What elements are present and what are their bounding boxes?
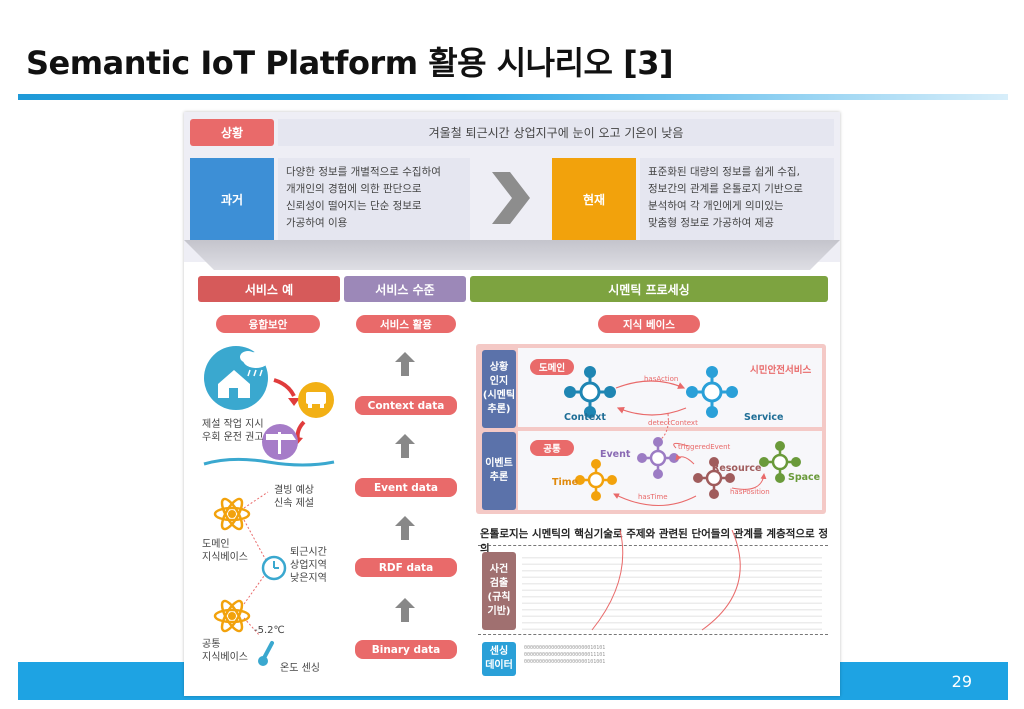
domain-kb-line: 지식베이스 xyxy=(202,552,248,563)
past-line: 신뢰성이 떨어지는 단순 정보로 xyxy=(286,200,422,212)
caption-line: 제설 작업 지시 xyxy=(202,419,264,430)
present-label: 현재 xyxy=(552,158,636,240)
domain-atom-icon xyxy=(213,497,251,531)
present-text: 표준화된 대량의 정보를 쉽게 수집, 정보간의 관계를 온톨로지 기반으로 분… xyxy=(640,158,834,240)
triggered-event-label: triggeredEvent xyxy=(678,443,731,451)
common-kb-text: 공통 지식베이스 xyxy=(202,638,272,664)
funnel-shape xyxy=(184,240,840,270)
sa-line: 상황 xyxy=(489,362,509,373)
has-position-label: hasPosition xyxy=(730,488,770,496)
arrow-up-icon xyxy=(395,352,415,376)
time-node-label: Time xyxy=(552,477,579,488)
temperature-value: -5.2℃ xyxy=(254,625,285,636)
icing-line: 신속 제설 xyxy=(274,498,314,509)
context-node-label: Context xyxy=(564,412,606,423)
situation-label: 상황 xyxy=(190,119,274,146)
event-reasoning-label: 이벤트 추론 xyxy=(482,432,516,510)
common-pill: 공통 xyxy=(530,440,574,456)
ed-line: 검출 xyxy=(489,578,509,589)
rule-connector-lines xyxy=(591,530,741,631)
commute-line: 상업지역 xyxy=(290,560,327,571)
commute-line: 낮은지역 xyxy=(290,573,327,584)
common-atom-icon xyxy=(213,599,251,633)
er-line: 이벤트 xyxy=(485,458,513,469)
sa-line: 인지 xyxy=(489,376,509,387)
chevron-right-icon xyxy=(492,172,530,224)
past-text: 다양한 정보를 개별적으로 수집하여 개개인의 경험에 의한 판단으로 신뢰성이… xyxy=(278,158,470,240)
commute-line: 퇴근시간 xyxy=(290,547,327,558)
citizen-service-label: 시민안전서비스 xyxy=(750,365,812,376)
present-line: 정보간의 관계를 온톨로지 기반으로 xyxy=(648,183,803,195)
ontology-caption: 온톨로지는 시멘틱의 핵심기술로 주제와 관련된 단어들의 관계를 계층적으로 … xyxy=(480,528,829,555)
column-semantic-processing: 시멘틱 프로세싱 xyxy=(470,276,828,302)
context-data-box: Context data xyxy=(355,396,457,415)
detect-context-label: detectContext xyxy=(648,419,698,427)
sa-line: (시멘틱 xyxy=(482,390,516,401)
situation-text: 겨울철 퇴근시간 상업지구에 눈이 오고 기온이 낮음 xyxy=(278,119,834,146)
thermometer-icon xyxy=(258,641,274,666)
domain-pill: 도메인 xyxy=(530,359,574,375)
common-kb-line: 지식베이스 xyxy=(202,652,248,663)
binary-line: 000000000000000000000010101 xyxy=(524,645,606,651)
icing-line: 결빙 예상 xyxy=(274,485,314,496)
service-use-pill: 서비스 활용 xyxy=(356,315,456,333)
space-node-label: Space xyxy=(788,472,821,483)
knowledge-base-pill: 지식 베이스 xyxy=(598,315,700,333)
page-title: Semantic IoT Platform 활용 시나리오 [3] xyxy=(26,44,674,82)
binary-sensor-data: 000000000000000000000010101 000000000000… xyxy=(524,645,605,666)
sd-line: 센싱 xyxy=(489,646,509,657)
domain-kb-text: 도메인 지식베이스 xyxy=(202,538,272,564)
common-kb-line: 공통 xyxy=(202,639,221,650)
event-detection-label: 사건 검출 (규칙 기반) xyxy=(482,552,516,630)
arrow-up-icon xyxy=(395,598,415,622)
convergence-security-pill: 융합보안 xyxy=(216,315,320,333)
dashed-divider xyxy=(478,545,828,546)
present-line: 분석하여 각 개인에게 의미있는 xyxy=(648,200,784,212)
dashed-divider xyxy=(478,634,828,635)
column-service-example: 서비스 예 xyxy=(198,276,340,302)
er-line: 추론 xyxy=(489,472,509,483)
event-node-label: Event xyxy=(600,449,631,460)
service-illustration xyxy=(204,346,334,460)
ed-line: 사건 xyxy=(489,564,509,575)
binary-line: 000000000000000000000101001 xyxy=(524,659,606,665)
clock-icon xyxy=(261,555,287,581)
past-line: 가공하여 이용 xyxy=(286,217,348,229)
column-service-level: 서비스 수준 xyxy=(344,276,466,302)
wave-divider xyxy=(203,457,335,467)
ontology-graph xyxy=(564,366,801,506)
has-time-label: hasTime xyxy=(638,493,668,501)
situation-awareness-label: 상황 인지 (시멘틱 추론) xyxy=(482,350,516,428)
icing-text: 결빙 예상 신속 제설 xyxy=(274,484,334,510)
has-action-label: hasAction xyxy=(644,375,679,383)
resource-node-label: Resource xyxy=(712,463,762,474)
binary-line: 000000000000000000000011101 xyxy=(524,652,606,658)
past-label: 과거 xyxy=(190,158,274,240)
rule-code-block xyxy=(522,552,822,630)
past-line: 개개인의 경험에 의한 판단으로 xyxy=(286,183,422,195)
past-line: 다양한 정보를 개별적으로 수집하여 xyxy=(286,166,441,178)
arrow-up-icon xyxy=(395,516,415,540)
caption-line: 우회 운전 권고 xyxy=(202,432,264,443)
sa-line: 추론) xyxy=(487,404,511,415)
action-caption: 제설 작업 지시 우회 운전 권고 xyxy=(202,418,282,444)
binary-data-box: Binary data xyxy=(355,640,457,659)
event-data-box: Event data xyxy=(355,478,457,497)
ed-line: 기반) xyxy=(487,606,511,617)
scenario-panel: 상황 겨울철 퇴근시간 상업지구에 눈이 오고 기온이 낮음 과거 다양한 정보… xyxy=(184,112,840,696)
present-line: 맞춤형 정보로 가공하여 제공 xyxy=(648,217,774,229)
sensing-data-label: 센싱 데이터 xyxy=(482,642,516,676)
service-node-label: Service xyxy=(744,412,784,423)
title-underline xyxy=(18,94,1008,100)
temp-sensing-text: 온도 센싱 xyxy=(280,663,320,674)
sd-line: 데이터 xyxy=(485,660,513,671)
knowledge-connectors xyxy=(243,491,269,637)
domain-kb-line: 도메인 xyxy=(202,539,230,550)
rdf-data-box: RDF data xyxy=(355,558,457,577)
commute-text: 퇴근시간 상업지역 낮은지역 xyxy=(290,546,350,585)
arrow-up-icon xyxy=(395,434,415,458)
present-line: 표준화된 대량의 정보를 쉽게 수집, xyxy=(648,166,800,178)
page-number: 29 xyxy=(951,672,972,691)
ed-line: (규칙 xyxy=(487,592,511,603)
